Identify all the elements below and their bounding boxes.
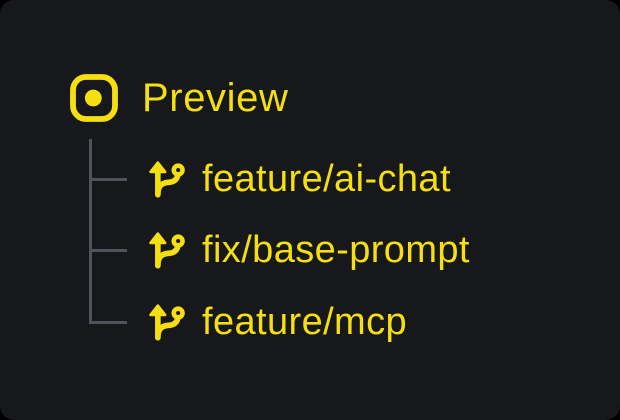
branch-name: fix/base-prompt [202,229,470,271]
git-branch-icon [149,304,185,341]
git-branch-icon [149,161,185,198]
branch-item[interactable]: fix/base-prompt [147,229,470,271]
branch-item[interactable]: feature/mcp [147,301,407,343]
tree-vertical-line [89,139,92,324]
tree-stub-line [89,320,127,324]
dot-in-rounded-square-icon [70,74,118,122]
git-branch-icon [149,232,185,269]
branch-name: feature/ai-chat [202,158,451,200]
branch-name: feature/mcp [202,301,408,343]
preview-header: Preview [66,70,288,126]
tree-stub-line [89,249,127,252]
tree-stub-line [89,177,127,181]
preview-title: Preview [142,76,289,120]
branch-item[interactable]: feature/ai-chat [147,158,451,200]
